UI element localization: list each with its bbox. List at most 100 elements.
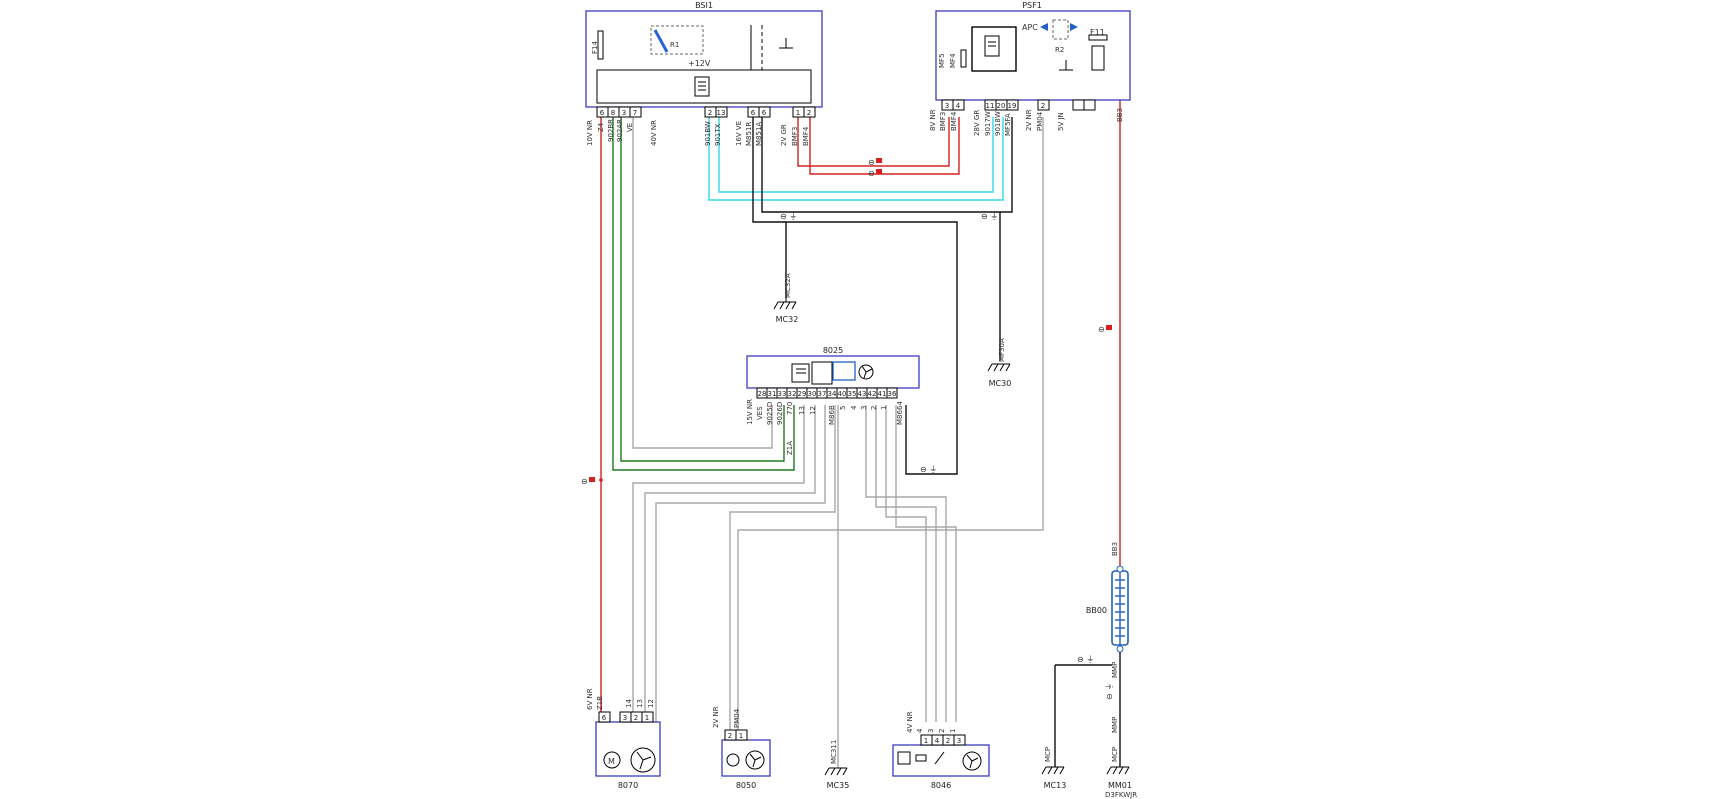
svg-text:4: 4 xyxy=(850,405,858,410)
wire-gray-9 xyxy=(875,405,937,722)
ground-icon xyxy=(773,301,797,310)
wire-black-3 xyxy=(761,117,1013,213)
bsi-pins: 6 8 3 7 2 13 6 6 1 2 xyxy=(596,106,816,118)
svg-text:34: 34 xyxy=(828,390,837,398)
battery-name: BB00 xyxy=(1086,606,1107,615)
wire-gray-2 xyxy=(737,117,1044,740)
psf-mf4: MF4 xyxy=(949,53,957,68)
svg-text:9017W: 9017W xyxy=(984,111,992,136)
fuse-icon xyxy=(597,30,604,60)
ground-mc35: MC311 MC35 xyxy=(824,740,849,790)
bsi-relay-label: R1 xyxy=(670,41,679,49)
svg-text:MF5FA: MF5FA xyxy=(1004,113,1012,136)
wire-gray-4 xyxy=(644,405,816,722)
wire-gray-10 xyxy=(885,405,927,722)
svg-text:MMP: MMP xyxy=(1111,717,1119,733)
bsi-connector-d: 2V GR xyxy=(780,124,788,146)
svg-text:BB3: BB3 xyxy=(1111,542,1119,556)
svg-text:35: 35 xyxy=(848,390,857,398)
svg-text:36: 36 xyxy=(888,390,897,398)
relay-icon xyxy=(650,25,704,55)
wire-gray-6 xyxy=(729,405,836,740)
svg-text:BMF3: BMF3 xyxy=(939,112,947,131)
svg-text:BMF4: BMF4 xyxy=(950,111,958,131)
psf-relay-label: R2 xyxy=(1055,46,1064,54)
svg-text:12: 12 xyxy=(809,406,817,415)
svg-text:MC32: MC32 xyxy=(776,315,799,324)
svg-text:4: 4 xyxy=(935,737,940,745)
svg-text:VES: VES xyxy=(756,406,764,420)
svg-text:43: 43 xyxy=(858,390,867,398)
svg-text:19: 19 xyxy=(1008,102,1017,110)
motor-icon: M xyxy=(603,751,621,769)
svg-text:30: 30 xyxy=(808,390,817,398)
psf-module[interactable]: PSF1 APC R2 F11 MF5 MF4 xyxy=(935,1,1131,101)
ecu-labels: 15V NR VES 9025D 9026D 770 Z1A 13 12 M86… xyxy=(746,399,904,455)
svg-text:901BW: 901BW xyxy=(704,121,712,146)
svg-text:12: 12 xyxy=(647,699,655,708)
wire-green-2 xyxy=(620,117,785,462)
svg-text:4: 4 xyxy=(956,102,961,110)
battery-bb00[interactable]: BB00 BB3 MMP MMP xyxy=(1086,542,1129,733)
svg-text:⊖ ⏚: ⊖ ⏚ xyxy=(920,465,937,474)
svg-text:2: 2 xyxy=(946,737,950,745)
wire-gray-11 xyxy=(895,405,957,722)
svg-text:Z1A: Z1A xyxy=(786,441,794,455)
svg-text:VE: VE xyxy=(626,123,634,132)
svg-text:3: 3 xyxy=(927,729,935,733)
fan-unit-8046[interactable]: 8046 1 4 2 3 4V NR 4 3 2 1 xyxy=(892,711,990,790)
svg-text:2: 2 xyxy=(870,406,878,410)
svg-text:⊖ ⏚: ⊖ ⏚ xyxy=(981,212,998,221)
svg-text:MC32A: MC32A xyxy=(784,273,792,298)
fan-icon xyxy=(962,751,982,771)
gmv-8070[interactable]: 8070 M 6 3 2 1 6V NR Z1B 14 13 12 xyxy=(586,688,661,790)
svg-text:13: 13 xyxy=(717,109,726,117)
svg-text:2V NR: 2V NR xyxy=(712,706,720,728)
svg-text:29: 29 xyxy=(798,390,807,398)
ecu-connector: 15V NR xyxy=(746,399,754,425)
svg-text:6: 6 xyxy=(602,714,607,722)
svg-text:MM01: MM01 xyxy=(1108,781,1132,790)
bsi-fuse-label: F14 xyxy=(591,41,599,54)
svg-text:⊖: ⊖ xyxy=(868,158,875,167)
svg-text:8: 8 xyxy=(611,109,615,117)
svg-text:MCP: MCP xyxy=(1111,747,1119,762)
svg-text:3: 3 xyxy=(957,737,961,745)
psf-pins: 3 4 11 20 19 2 xyxy=(941,99,1096,111)
fanunit-name: 8046 xyxy=(931,781,951,790)
ecu-8025[interactable]: 8025 xyxy=(746,346,920,389)
svg-text:M: M xyxy=(608,757,615,766)
svg-text:41: 41 xyxy=(878,390,887,398)
svg-text:3: 3 xyxy=(945,102,949,110)
svg-text:6: 6 xyxy=(762,109,767,117)
svg-text:MF30A: MF30A xyxy=(998,338,1006,362)
chip-icon xyxy=(984,35,1000,57)
svg-text:770: 770 xyxy=(786,402,794,415)
fan-icon xyxy=(858,364,874,380)
wire-red-bsi-psf-2 xyxy=(809,117,960,175)
svg-text:33: 33 xyxy=(778,390,787,398)
svg-text:MC311: MC311 xyxy=(830,740,838,764)
fan-8050[interactable]: 8050 2 1 2V NR PM04 xyxy=(712,706,771,790)
svg-text:2: 2 xyxy=(728,732,732,740)
svg-text:2: 2 xyxy=(938,729,946,733)
chip-icon xyxy=(791,363,810,383)
psf-labels: 8V NR BMF3 BMF4 28V GR 9017W 9018W MF5FA… xyxy=(929,108,1124,136)
svg-text:28: 28 xyxy=(758,390,767,398)
ground-icon xyxy=(824,767,848,776)
svg-text:6: 6 xyxy=(751,109,756,117)
svg-text:2: 2 xyxy=(1041,102,1045,110)
psf-connector-b: 28V GR xyxy=(973,110,981,136)
bsi-labels: 10V NR Z4 902BR 902AR VE 40V NR 901BW 90… xyxy=(586,119,810,146)
svg-text:MCP: MCP xyxy=(1044,747,1052,762)
reference-code: D3FKWJR xyxy=(1105,791,1137,799)
svg-text:3: 3 xyxy=(623,714,627,722)
wires xyxy=(600,100,1121,768)
bsi-module[interactable]: BSI1 F14 R1 +12V xyxy=(585,1,823,108)
svg-text:BMF3: BMF3 xyxy=(791,127,799,146)
svg-text:40: 40 xyxy=(838,390,847,398)
svg-text:14: 14 xyxy=(625,699,633,708)
svg-text:11: 11 xyxy=(986,102,995,110)
svg-text:BMF4: BMF4 xyxy=(802,126,810,146)
